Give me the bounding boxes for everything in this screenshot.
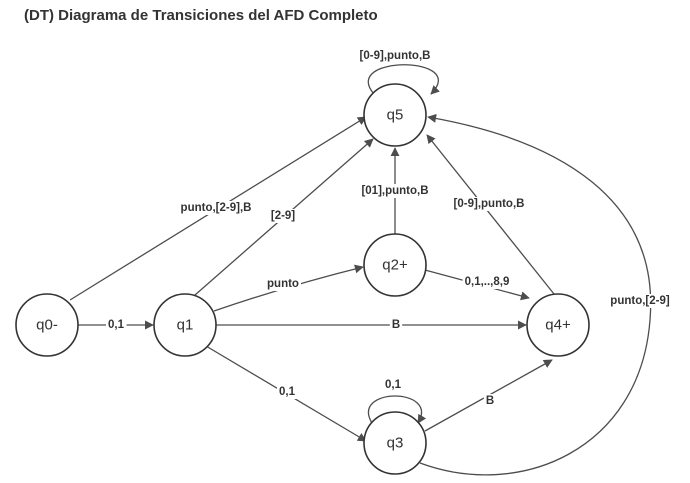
state-circle-q1 [153,293,217,357]
transition-label-q3-q5: punto,[2-9] [610,295,670,307]
transition-label-q3-q4: B [486,395,494,407]
state-q3: q3 [363,411,427,475]
transition-label-q1-q3: 0,1 [279,386,296,398]
transition-label-bg-q5-q5 [357,49,433,63]
transition-label-bg-q2-q5 [359,184,431,198]
state-label-q4: q4+ [545,317,571,334]
state-circle-q0 [15,293,79,357]
diagram-title: (DT) Diagrama de Transiciones del AFD Co… [24,7,378,24]
state-circle-q5 [363,83,427,147]
transition-label-bg-q4-q5 [451,197,527,211]
transition-label-bg-q0-q5 [178,201,254,215]
state-circle-q2 [363,233,427,297]
state-circle-q3 [363,411,427,475]
transition-label-q3-q3: 0,1 [385,379,402,391]
transition-label-bg-q1-q4 [389,318,403,332]
transition-label-bg-q1-q5 [268,209,298,223]
transition-label-bg-q1-q3 [277,385,298,399]
transition-label-q0-q1: 0,1 [108,319,125,331]
transition-q3-q5 [419,113,652,476]
transition-label-q4-q5: [0-9],punto,B [454,198,525,210]
state-label-q1: q1 [177,317,194,334]
transition-label-bg-q2-q4 [462,275,512,289]
transition-label-q2-q4: 0,1,..,8,9 [465,276,510,288]
state-q5: q5 [363,83,427,147]
transition-label-q1-q2: punto [267,278,299,290]
state-label-q0: q0- [36,317,58,334]
transition-q4-q5 [426,134,555,295]
state-q4: q4+ [526,293,590,357]
transition-q5-q5 [367,64,440,95]
state-label-q3: q3 [387,435,404,452]
transition-label-q0-q5: punto,[2-9],B [181,202,252,214]
state-q1: q1 [153,293,217,357]
transition-label-bg-q3-q3 [383,378,404,392]
transition-label-q2-q5: [01],punto,B [361,185,428,197]
transition-label-bg-q0-q1 [106,318,127,332]
transition-q3-q3 [368,395,427,424]
transition-label-q5-q5: [0-9],punto,B [360,50,431,62]
state-label-q2: q2+ [382,257,408,274]
transition-label-q1-q5: [2-9] [271,210,295,222]
transition-label-q1-q4: B [392,319,400,331]
transition-label-bg-q3-q5 [608,294,672,308]
state-circle-q4 [526,293,590,357]
transition-label-bg-q3-q4 [483,394,497,408]
state-q0: q0- [15,293,79,357]
state-label-q5: q5 [387,107,404,124]
state-q2: q2+ [363,233,427,297]
transition-label-bg-q1-q2 [265,277,301,291]
